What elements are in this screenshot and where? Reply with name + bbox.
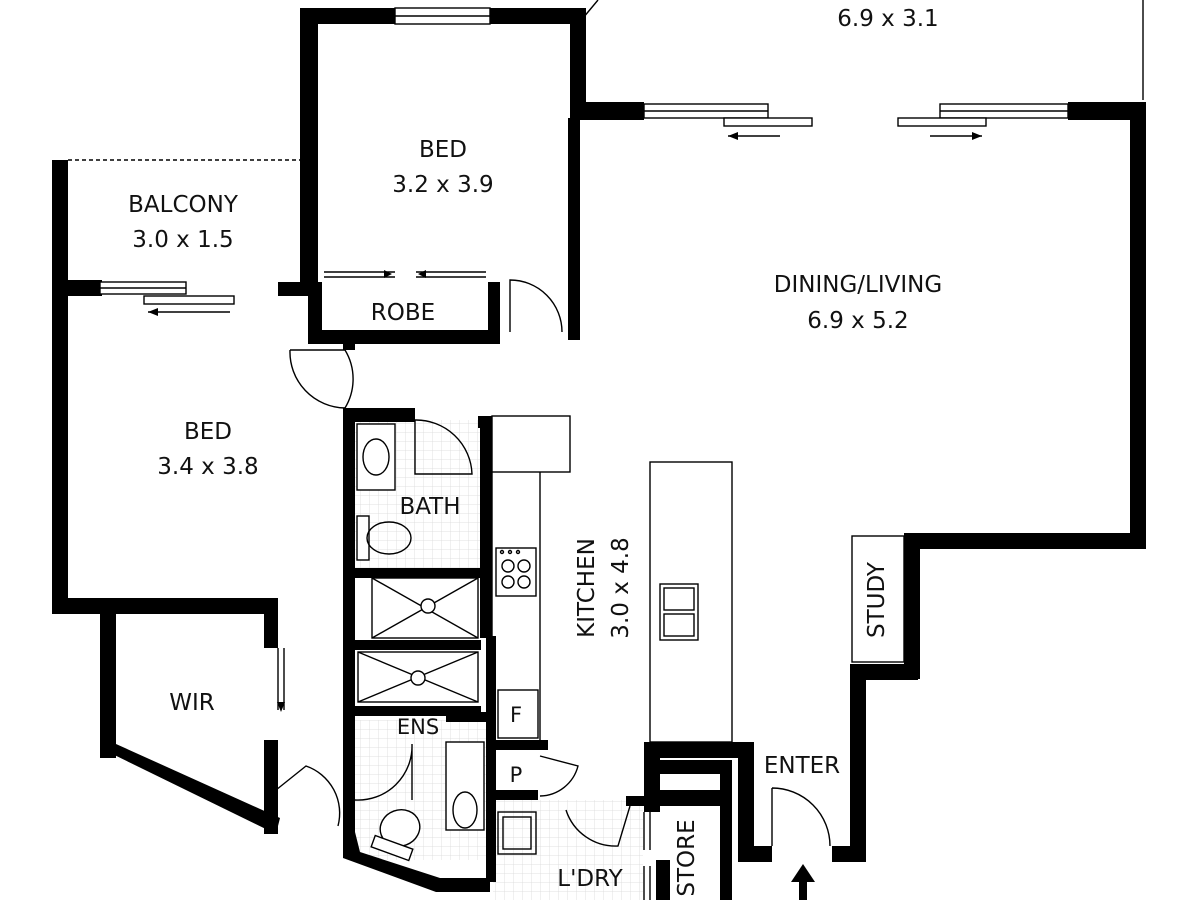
- sliding-door-icon: [143, 117, 987, 900]
- bed1-label: BED: [419, 137, 467, 163]
- store-label: STORE: [674, 819, 700, 896]
- wir-label: WIR: [169, 690, 215, 716]
- bed2-label: BED: [184, 419, 232, 445]
- dining-living-dims: 6.9 x 5.2: [807, 308, 908, 334]
- ens-label: ENS: [397, 715, 439, 739]
- cooktop-icon: [495, 547, 537, 597]
- kitchen-joinery: [491, 415, 733, 743]
- bed1-dims: 3.2 x 3.9: [392, 172, 493, 198]
- door-swing-icon: [275, 279, 831, 847]
- balcony-dims: 3.0 x 1.5: [132, 227, 233, 253]
- balcony-top-dims: 6.9 x 3.1: [837, 6, 938, 32]
- bath-label: BATH: [399, 494, 460, 520]
- dining-living-label: DINING/LIVING: [774, 272, 942, 298]
- bed2-dims: 3.4 x 3.8: [157, 454, 258, 480]
- sink-icon: [659, 583, 699, 641]
- entry-arrow-icon: [791, 864, 815, 900]
- enter-label: ENTER: [764, 753, 840, 779]
- laundry-label: L'DRY: [557, 866, 623, 892]
- basin-icon: [497, 811, 537, 855]
- windows: [99, 7, 1069, 295]
- study-label: STUDY: [864, 561, 890, 638]
- pantry-label: P: [510, 763, 523, 787]
- kitchen-dims: 3.0 x 4.8: [608, 537, 634, 638]
- balcony-label: BALCONY: [128, 192, 239, 218]
- robe-label: ROBE: [371, 300, 435, 326]
- fridge-label: F: [510, 703, 522, 727]
- study-cabinet: [851, 535, 905, 663]
- walls: [52, 8, 1146, 900]
- bath-fixtures: [356, 423, 479, 703]
- toilet-icon: [370, 741, 485, 862]
- kitchen-label: KITCHEN: [574, 538, 600, 638]
